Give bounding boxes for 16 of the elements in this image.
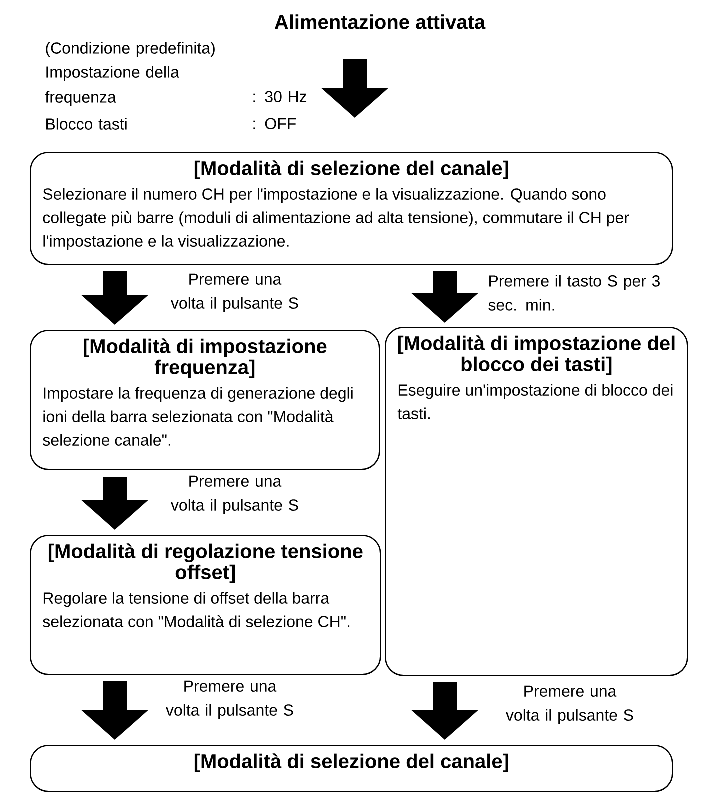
heading: Alimentazione attivata [274,14,486,30]
mode-box: [Modalità di impostazione del blocco dei tasti] Eseguire un'impostazione di blocco dei tasti. [385,327,688,676]
edge-label: Premere una volta il pulsante S [506,686,634,724]
edge-label: Premere una volta il pulsante S [166,680,294,720]
mode-box: [Modalità di selezione del canale] Selezionare il numero CH per l'impostazione e la visualizzazione. Quando sono collegate più barre (moduli di alimentazione ad alta tensione), commutare il CH per l'impostazione e la visualizzazione. [30,152,674,266]
note-text: Impostazione della frequenza [45,66,180,106]
edge-label: Premere una volta il pulsante S [171,476,298,514]
mode-box: [Modalità di regolazione tensione offset] Regolare la tensione di offset della barra selezionata con "Modalità di selezione CH". [30,535,382,676]
edge-label: Premere una volta il pulsante S [171,274,298,312]
note-text: : 30 Hz [254,91,307,103]
mode-box: [Modalità di impostazione frequenza] Impostare la frequenza di generazione degli ioni della barra selezionata con "Modalità selezione canale". [30,330,380,470]
mode-box: [Modalità di selezione del canale] [30,745,674,792]
note-text: Blocco tasti [46,118,127,130]
note-text: (Condizione predefinita) [46,42,215,58]
edge-label: Premere il tasto S per 3 sec. min. [488,275,660,311]
note-text: : OFF [254,118,296,130]
